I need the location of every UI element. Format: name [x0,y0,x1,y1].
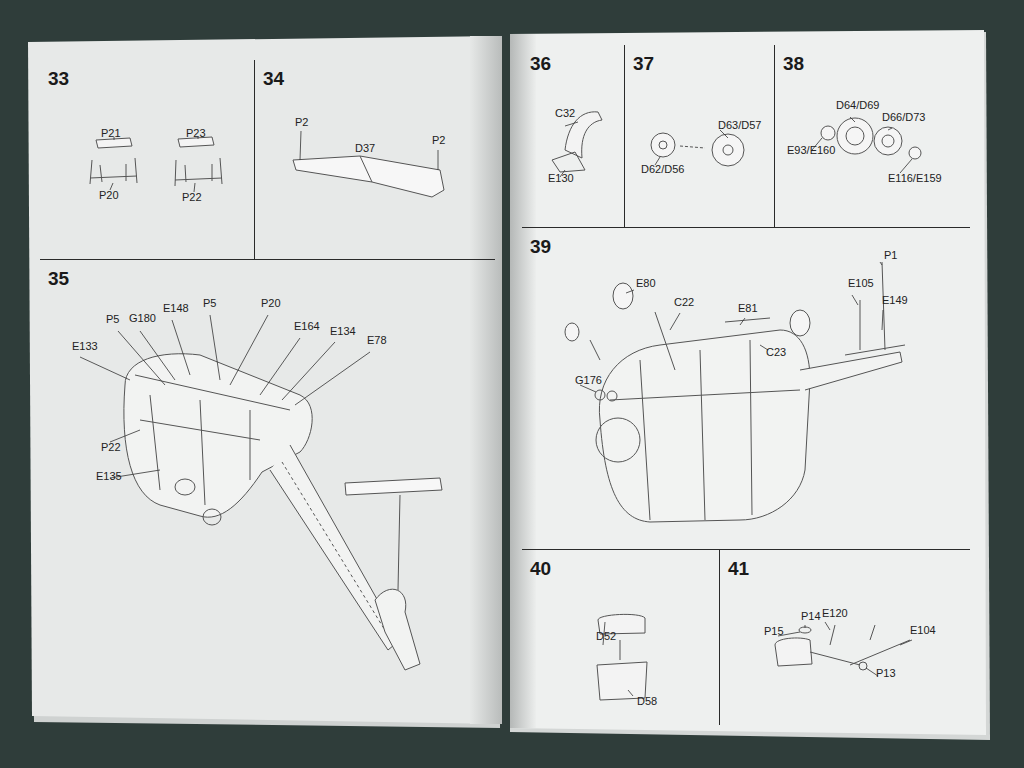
step-number: 40 [530,558,551,580]
part-number: E104 [910,624,936,636]
step-number: 38 [783,53,804,75]
part-number: P5 [106,313,119,325]
part-number: P15 [764,625,784,637]
step-panel: 40 [522,550,720,725]
part-number: D37 [355,142,375,154]
step-panel: 37 [625,45,775,228]
part-number: P14 [801,610,821,622]
part-number: E148 [163,302,189,314]
part-number: E78 [367,334,387,346]
part-number: D64/D69 [836,99,879,111]
step-panel: 35 [40,260,495,715]
part-number: E81 [738,302,758,314]
part-number: P20 [261,297,281,309]
step-panel: 33 [40,60,255,260]
step-panel: 34 [255,60,495,260]
part-number: E133 [72,340,98,352]
part-number: D58 [637,695,657,707]
part-number: G180 [129,312,156,324]
part-number: E93/E160 [787,144,835,156]
part-number: D52 [596,630,616,642]
step-number: 37 [633,53,654,75]
part-number: E149 [882,294,908,306]
step-panel: 41 [720,550,970,725]
part-number: P23 [186,127,206,139]
part-number: P1 [884,249,897,261]
part-number: C22 [674,296,694,308]
step-number: 39 [530,236,551,258]
part-number: P5 [203,297,216,309]
step-number: 33 [48,68,69,90]
part-number: E135 [96,470,122,482]
part-number: C32 [555,107,575,119]
step-number: 36 [530,53,551,75]
part-number: P22 [101,441,121,453]
part-number: E105 [848,277,874,289]
part-number: G176 [575,374,602,386]
part-number: E134 [330,325,356,337]
part-number: P2 [295,116,308,128]
step-panel: 36 [522,45,625,228]
part-number: E130 [548,172,574,184]
part-number: P22 [182,191,202,203]
part-number: P21 [101,127,121,139]
part-number: E120 [822,607,848,619]
part-number: D63/D57 [718,119,761,131]
part-number: D62/D56 [641,163,684,175]
part-number: E80 [636,277,656,289]
part-number: P13 [876,667,896,679]
part-number: D66/D73 [882,111,925,123]
part-number: C23 [766,346,786,358]
part-number: E116/E159 [888,172,942,184]
step-number: 41 [728,558,749,580]
step-number: 35 [48,268,69,290]
step-panel: 39 [522,228,970,550]
part-number: P2 [432,134,445,146]
part-number: P20 [99,189,119,201]
step-panel: 38 [775,45,970,228]
part-number: E164 [294,320,320,332]
step-number: 34 [263,68,284,90]
